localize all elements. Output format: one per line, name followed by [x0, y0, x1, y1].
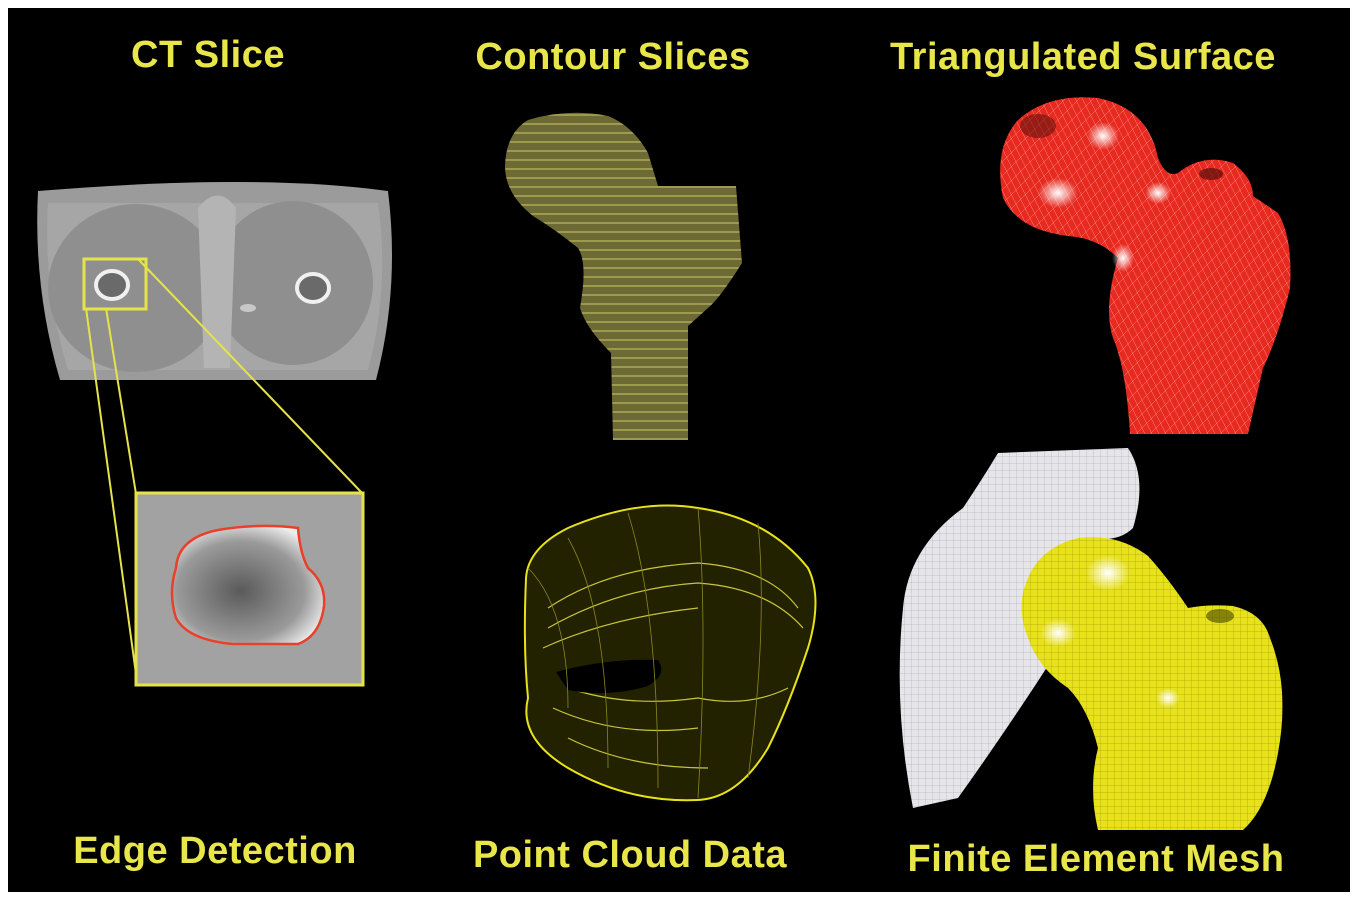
label-contour-slices: Contour Slices — [475, 36, 750, 79]
label-finite-element-mesh: Finite Element Mesh — [908, 838, 1285, 881]
contour-slices-image — [505, 113, 742, 440]
ct-slice-image — [37, 182, 392, 380]
triangulated-surface-image — [1000, 97, 1290, 434]
label-point-cloud-data: Point Cloud Data — [473, 834, 787, 877]
label-ct-slice: CT Slice — [131, 34, 285, 77]
edge-detection-panel — [136, 493, 363, 685]
label-edge-detection: Edge Detection — [73, 830, 357, 873]
point-cloud-image — [525, 506, 816, 801]
label-triangulated-surface: Triangulated Surface — [890, 36, 1276, 79]
figure-graphics — [8, 8, 1350, 892]
finite-element-mesh-image — [900, 448, 1283, 830]
figure-canvas: CT Slice Contour Slices Triangulated Sur… — [8, 8, 1350, 892]
